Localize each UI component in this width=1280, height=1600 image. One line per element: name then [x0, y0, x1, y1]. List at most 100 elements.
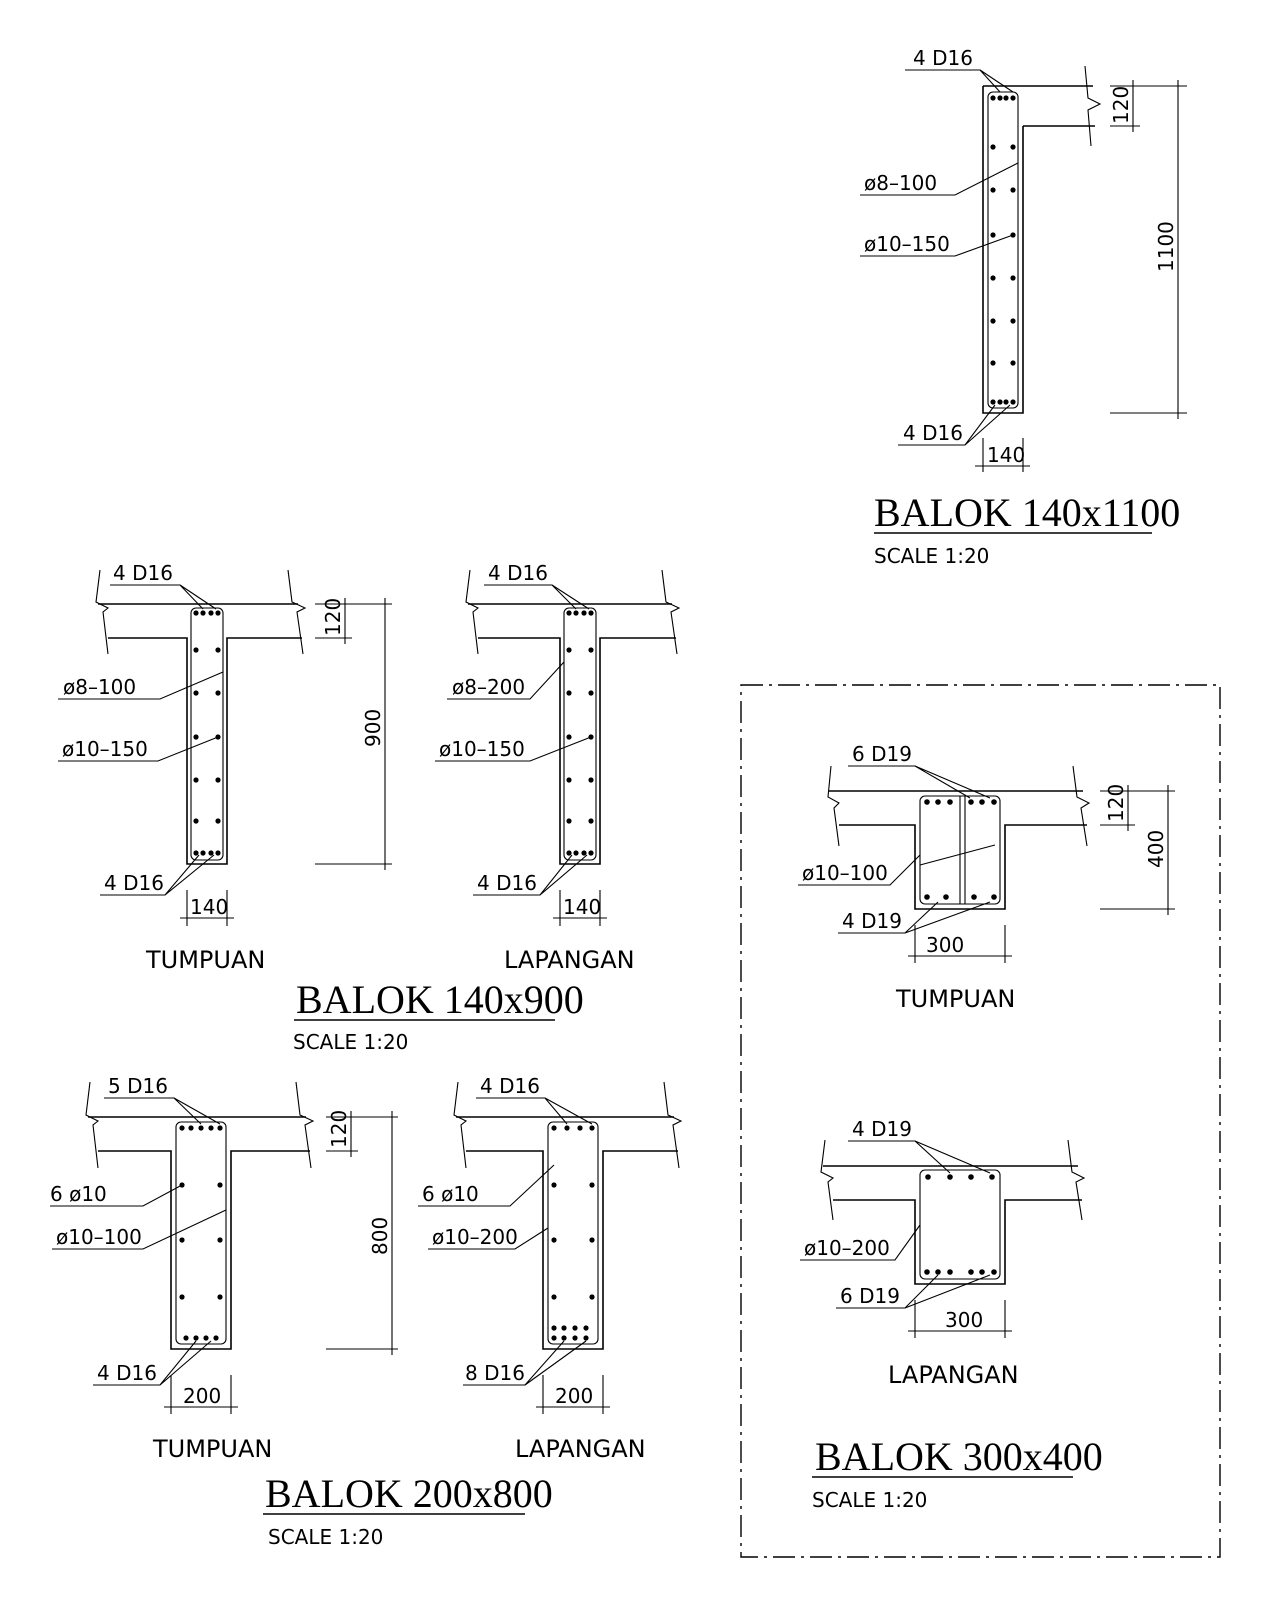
break-line-right: [287, 569, 307, 655]
width-dimension: [908, 925, 1012, 963]
t-beam-outline: [456, 1116, 678, 1350]
stirrup: [987, 91, 1019, 409]
label-top-bars: 4 D16: [488, 561, 548, 585]
slab-thickness-dimension: [1100, 785, 1175, 831]
label-top-bars: 5 D16: [108, 1074, 168, 1098]
label-side-bars: ø10–150: [62, 737, 148, 761]
break-line-left: [827, 765, 840, 847]
width-value: 200: [555, 1384, 593, 1408]
stirrup: [563, 607, 597, 861]
leader-stirrup: [52, 1209, 227, 1250]
width-dimension: [908, 1300, 1012, 1338]
label-bottom-bars: 4 D16: [903, 421, 963, 445]
break-line-right: [663, 1081, 683, 1169]
slab-thickness-value: 120: [327, 1110, 351, 1148]
title: BALOK 140x900: [296, 977, 584, 1022]
leader-top-bars: [848, 765, 991, 799]
caption: TUMPUAN: [145, 946, 265, 974]
break-line-right: [661, 569, 681, 655]
label-bottom-bars: 4 D16: [97, 1361, 157, 1385]
leader-top-bars: [905, 69, 1014, 93]
t-beam-outline: [468, 603, 676, 865]
height-value: 800: [368, 1217, 392, 1255]
width-dimension: [180, 890, 234, 926]
detail-frame: [740, 684, 1221, 1558]
label-top-bars: 4 D16: [480, 1074, 540, 1098]
width-value: 140: [987, 443, 1025, 467]
leader-stirrup: [428, 1227, 549, 1250]
break-line-right: [1067, 1139, 1086, 1221]
leader-bottom-bars: [898, 404, 1011, 446]
stirrup-inner: [959, 796, 966, 904]
label-top-bars: 6 D19: [852, 742, 912, 766]
label-side-bars: 6 ø10: [422, 1182, 479, 1206]
break-line-left: [453, 1081, 468, 1169]
beam-300x400-title: BALOK 300x400 SCALE 1:20: [812, 1434, 1103, 1512]
label-stirrup: ø10–200: [432, 1225, 518, 1249]
leader-stirrup: [447, 661, 565, 700]
leader-top-bars: [104, 1097, 221, 1125]
label-bottom-bars: 6 D19: [840, 1284, 900, 1308]
beam-140x900-dimensions: 120 900 BALOK 140x900 SCALE 1:20: [293, 598, 584, 1054]
leader-top-bars: [484, 584, 590, 610]
stirrup: [175, 1121, 227, 1345]
t-beam-outline: [823, 1165, 1082, 1285]
leader-stirrup: [798, 844, 996, 886]
height-dimension: [315, 598, 392, 870]
label-top-bars: 4 D19: [852, 1117, 912, 1141]
height-dimension: [1110, 80, 1187, 419]
height-value: 900: [361, 709, 385, 747]
beam-200x800-dimensions: 120 800 BALOK 200x800 SCALE 1:20: [263, 1110, 553, 1549]
break-line-left: [95, 569, 110, 655]
break-line-right: [295, 1081, 315, 1169]
rebar-dots: [924, 799, 997, 900]
beam-outline: [982, 86, 1024, 414]
scale: SCALE 1:20: [874, 544, 989, 568]
section-140x900-lapangan: 4 D16 ø8–200 ø10–150 4 D16 140 LAPANGAN: [435, 561, 681, 974]
leader-stirrup: [800, 1224, 921, 1261]
section-300x400-tumpuan: 6 D19 ø10–100 4 D19 300 TUMPUAN: [798, 742, 1091, 1013]
width-value: 200: [183, 1384, 221, 1408]
label-bottom-bars: 4 D19: [842, 909, 902, 933]
label-stirrup: ø8–200: [452, 675, 525, 699]
rebar-dots: [924, 1174, 997, 1275]
label-bottom-bars: 8 D16: [465, 1361, 525, 1385]
label-side-bars: ø10–150: [864, 232, 950, 256]
height-value: 400: [1144, 830, 1168, 868]
section-300x400-lapangan: 4 D19 ø10–200 6 D19 300 LAPANGAN: [800, 1117, 1086, 1389]
title: BALOK 200x800: [265, 1471, 553, 1516]
label-bottom-bars: 4 D16: [477, 871, 537, 895]
slab-thickness-dimension: [315, 598, 392, 644]
leader-bottom-bars: [463, 1340, 587, 1386]
t-beam-outline: [98, 603, 302, 865]
leader-bottom-bars: [836, 1274, 991, 1309]
slab-thickness-value: 120: [321, 598, 345, 636]
width-value: 300: [945, 1308, 983, 1332]
beam-300x400-dimensions: 120 400: [1100, 784, 1175, 915]
break-line-left: [85, 1081, 100, 1169]
scale: SCALE 1:20: [812, 1488, 927, 1512]
height-value: 1100: [1154, 221, 1178, 272]
width-dimension: [553, 890, 607, 926]
scale: SCALE 1:20: [293, 1030, 408, 1054]
label-stirrup: ø8–100: [864, 171, 937, 195]
section-140x900-tumpuan: 4 D16 ø8–100 ø10–150 4 D16 140 TUMPUAN: [58, 561, 307, 974]
label-stirrup: ø10–100: [802, 861, 888, 885]
rebar-dots: [566, 610, 594, 856]
width-dimension: [975, 438, 1030, 472]
break-line-right: [1072, 765, 1091, 847]
leader-bottom-bars: [100, 854, 215, 896]
leader-side-bars: [435, 736, 592, 762]
stirrup: [547, 1121, 599, 1345]
leader-side-bars: [58, 736, 219, 762]
break-line-left: [820, 1139, 835, 1221]
leader-side-bars: [50, 1184, 183, 1207]
stirrup: [190, 607, 224, 861]
label-side-bars: ø10–150: [439, 737, 525, 761]
label-top-bars: 4 D16: [913, 46, 973, 70]
width-dimension: [536, 1375, 610, 1414]
break-line: [1084, 65, 1102, 147]
section-200x800-tumpuan: 5 D16 6 ø10 ø10–100 4 D16 200 TUMPUAN: [50, 1074, 315, 1463]
caption: LAPANGAN: [504, 946, 635, 974]
